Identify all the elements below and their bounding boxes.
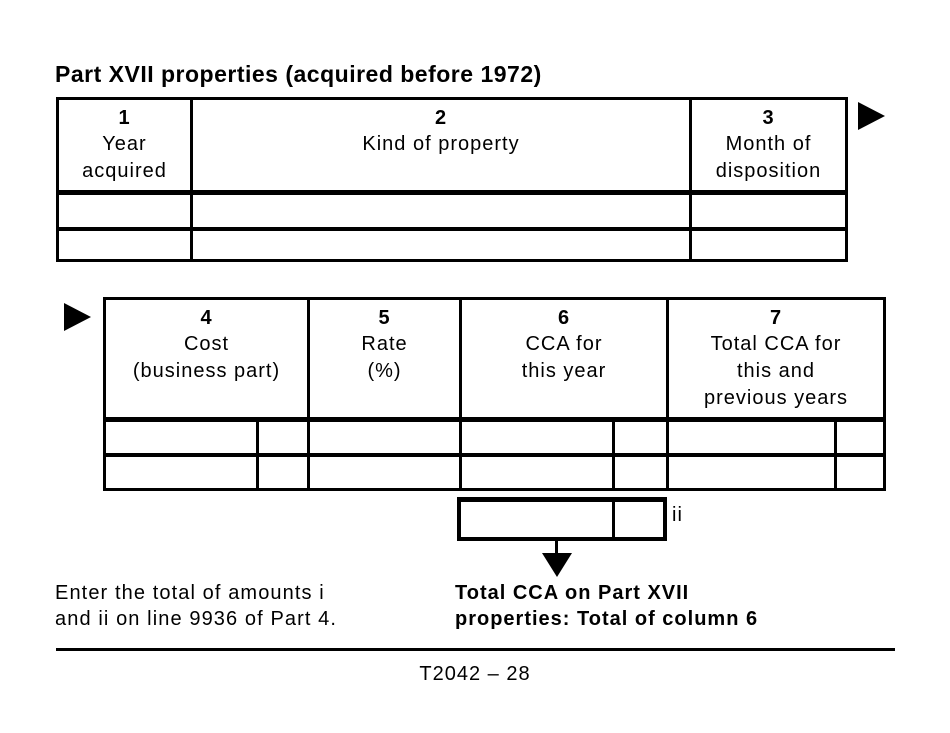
cell-year-acquired[interactable]	[56, 191, 193, 231]
amount-marker-ii: ii	[672, 504, 683, 526]
upper-table-header-row: 1 Year acquired 2 Kind of property 3 Mon…	[56, 97, 848, 195]
col-number: 1	[118, 107, 131, 129]
cell-cost-cents[interactable]	[256, 453, 310, 491]
instruction-text: Enter the total of amounts i and ii on l…	[55, 582, 338, 630]
cell-cca-this-year-cents[interactable]	[612, 418, 669, 457]
cell-cost[interactable]	[103, 453, 259, 491]
lower-properties-table: 4 Cost (business part) 5 Rate (%) 6 CCA …	[103, 297, 886, 491]
col-header-month-of-disposition: 3 Month of disposition	[689, 97, 848, 195]
col-label: Kind of property	[362, 133, 520, 155]
cell-month-of-disposition[interactable]	[689, 227, 848, 262]
total-cca-amount-box[interactable]	[457, 497, 667, 541]
cell-cost[interactable]	[103, 418, 259, 457]
col-number: 3	[762, 107, 775, 129]
table-row	[56, 191, 848, 231]
col-header-cca-this-year: 6 CCA for this year	[459, 297, 669, 422]
cell-rate[interactable]	[307, 418, 462, 457]
down-arrow-head	[542, 553, 572, 577]
down-arrow-stem	[555, 541, 558, 554]
col-label: Total CCA for this and previous years	[703, 333, 849, 409]
footer-rule	[56, 648, 895, 651]
section-title: Part XVII properties (acquired before 19…	[55, 61, 542, 87]
lower-table-continuation-arrow-icon	[64, 303, 91, 331]
lower-table-header-row: 4 Cost (business part) 5 Rate (%) 6 CCA …	[103, 297, 886, 422]
col-number: 4	[200, 307, 213, 329]
cell-total-cca-cents[interactable]	[834, 453, 886, 491]
cell-total-cca-cents[interactable]	[834, 418, 886, 457]
col-label: Rate (%)	[361, 333, 408, 382]
col-header-year-acquired: 1 Year acquired	[56, 97, 193, 195]
col-header-rate: 5 Rate (%)	[307, 297, 462, 422]
table-row	[103, 418, 886, 457]
col-number: 5	[378, 307, 391, 329]
cell-cca-this-year[interactable]	[459, 453, 615, 491]
cents-divider	[612, 502, 615, 537]
col-header-total-cca: 7 Total CCA for this and previous years	[666, 297, 886, 422]
cell-cost-cents[interactable]	[256, 418, 310, 457]
cell-total-cca[interactable]	[666, 418, 837, 457]
col-label: Month of disposition	[715, 133, 822, 182]
table-row	[103, 453, 886, 491]
cell-rate[interactable]	[307, 453, 462, 491]
cell-month-of-disposition[interactable]	[689, 191, 848, 231]
cell-kind-of-property[interactable]	[190, 227, 692, 262]
col-number: 7	[769, 307, 783, 329]
total-cca-label: Total CCA on Part XVII properties: Total…	[455, 582, 759, 630]
upper-properties-table: 1 Year acquired 2 Kind of property 3 Mon…	[56, 97, 848, 262]
col-header-kind-of-property: 2 Kind of property	[190, 97, 692, 195]
col-label: CCA for this year	[521, 333, 607, 382]
col-number: 6	[557, 307, 571, 329]
cell-kind-of-property[interactable]	[190, 191, 692, 231]
cell-cca-this-year-cents[interactable]	[612, 453, 669, 491]
col-number: 2	[434, 107, 448, 129]
col-label: Cost (business part)	[132, 333, 281, 382]
cell-cca-this-year[interactable]	[459, 418, 615, 457]
col-header-cost: 4 Cost (business part)	[103, 297, 310, 422]
cell-total-cca[interactable]	[666, 453, 837, 491]
cell-year-acquired[interactable]	[56, 227, 193, 262]
upper-table-continuation-arrow-icon	[858, 102, 885, 130]
footer-page-code: T2042 – 28	[419, 663, 531, 685]
table-row	[56, 227, 848, 262]
col-label: Year acquired	[82, 133, 167, 182]
